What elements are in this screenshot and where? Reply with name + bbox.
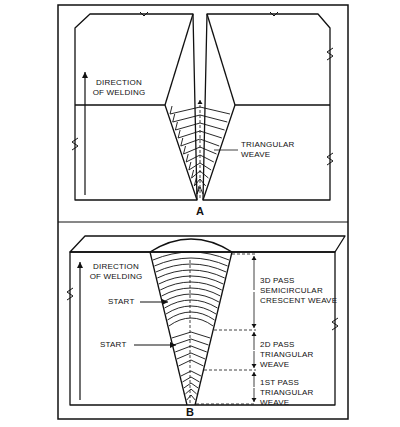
weave-stroke [167, 312, 214, 320]
direction-label: DIRECTION OF WELDING [87, 262, 145, 282]
direction-label: DIRECTION OF WELDING [90, 78, 148, 98]
weave-stroke [194, 178, 196, 186]
weave-stroke [184, 383, 198, 388]
weave-stroke [197, 186, 199, 194]
weave-stroke [182, 377, 199, 382]
weave-stroke [177, 353, 205, 359]
weave-stroke [165, 300, 218, 308]
weave-stroke [163, 294, 219, 302]
weave-stroke [186, 155, 214, 162]
weave-stroke [162, 288, 221, 296]
weave-stroke [157, 270, 224, 278]
weave-stroke [189, 162, 191, 170]
weave-stroke [181, 371, 201, 376]
weave-stroke [175, 346, 207, 352]
weave-stroke [187, 395, 195, 400]
pass-label: 3D PASS SEMICIRCULAR CRESCENT WEAVE [260, 276, 342, 306]
weave-stroke [179, 360, 204, 366]
weave-stroke [173, 114, 175, 122]
weave-stroke [184, 147, 217, 154]
weave-stroke [156, 264, 226, 272]
weave-label: TRIANGULAR WEAVE [241, 140, 301, 160]
weave-stroke [197, 187, 203, 194]
weave-stroke [175, 122, 177, 130]
panel-letter: A [190, 206, 210, 216]
weave-stroke [189, 163, 211, 170]
weave-stroke [175, 123, 224, 130]
weave-stroke [184, 146, 186, 154]
weave-stroke [154, 258, 227, 266]
weave-stroke [173, 339, 208, 345]
weave-stroke [172, 332, 210, 338]
pass-label: 2D PASS TRIANGULAR WEAVE [260, 340, 342, 370]
weave-stroke [166, 306, 216, 314]
pass-label: 1ST PASS TRIANGULAR WEAVE [260, 378, 342, 408]
weave-stroke [186, 154, 188, 162]
weave-stroke [192, 170, 194, 178]
weave-stroke [159, 276, 224, 284]
weave-stroke [178, 131, 222, 138]
weave-stroke [170, 106, 172, 114]
weave-stroke [170, 107, 230, 114]
weave-stroke [169, 318, 213, 326]
panel-letter: B [180, 407, 200, 417]
weave-stroke [173, 115, 228, 122]
weave-stroke [192, 171, 209, 178]
start-label: START [100, 340, 132, 350]
weave-stroke [178, 130, 180, 138]
weave-stroke [160, 282, 222, 290]
weave-stroke [153, 252, 229, 260]
weave-stroke [181, 139, 219, 146]
weave-stroke [181, 138, 183, 146]
weave-stroke [194, 179, 205, 186]
weave-stroke [185, 389, 196, 394]
start-label: START [108, 297, 140, 307]
